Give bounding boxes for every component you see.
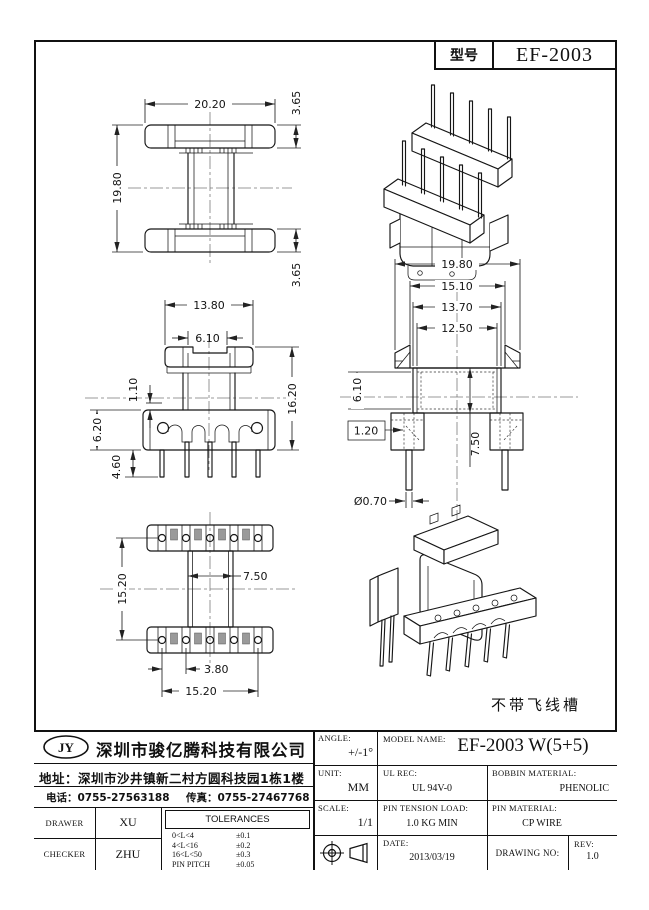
company-address: 地址：深圳市沙井镇新二村方圆科技园1栋1楼 [39,771,305,786]
company-name: 深圳市骏亿腾科技有限公司 [96,741,306,760]
rev-value: 1.0 [586,851,599,862]
model-name-label: MODEL NAME: [383,734,446,744]
drawer-label: DRAWER [45,817,84,828]
drawer-value: XU [119,815,137,829]
bobbin-material-label: BOBBIN MATERIAL: [492,768,577,778]
unit-label: UNIT: [318,768,342,778]
company-logo: JY [43,735,89,759]
tolerance-row: PIN PITCH±0.05 [172,859,255,869]
rev-label: REV: [574,839,594,849]
dim-profile-tube-outer: 13.70 [441,301,473,314]
dim-front-flange-width: 13.80 [193,299,225,312]
tolerance-row: 0<L<4±0.1 [172,831,251,840]
dim-side-flange-bottom: 3.65 [290,263,303,288]
unit-value: MM [347,780,369,794]
dim-plan-pin-pitch: 3.80 [204,663,229,676]
company-fax: 传真：0755-27467768 [186,792,310,804]
dim-front-pin-length: 4.60 [110,455,123,480]
dim-front-total-height: 16.20 [286,383,299,415]
view-spool-side: 20.20 19.80 3.65 3.65 [111,91,303,288]
dim-profile-flange-span: 15.10 [441,280,473,293]
view-isometric-bottom [369,504,537,677]
dim-profile-slot: 1.20 [354,425,379,438]
dim-side-height: 19.80 [111,172,124,204]
checker-label: CHECKER [43,849,86,859]
title-block: JY 深圳市骏亿腾科技有限公司 地址：深圳市沙井镇新二村方圆科技园1栋1楼 电话… [34,730,617,870]
dim-side-flange-top: 3.65 [290,91,303,116]
pin-material-value: CP WIRE [522,818,562,829]
pin-material-label: PIN MATERIAL: [492,803,558,813]
title-block-top-line [34,730,617,732]
date-label: DATE: [383,838,409,848]
dim-plan-row-span: 15.20 [116,573,129,605]
note-text: 不带飞线槽 [491,696,582,714]
bobbin-material-value: PHENOLIC [559,783,609,794]
drawing-no-label: DRAWING NO: [495,847,560,858]
view-profile: 19.80 15.10 13.70 12.50 [340,258,578,548]
model-tag: 型号 EF-2003 [434,40,617,70]
projection-symbol-icon [320,841,368,865]
dim-profile-window-h: 6.10 [351,378,364,403]
dim-front-base-height: 6.20 [91,418,104,443]
dim-side-width: 20.20 [194,98,226,111]
angle-value: +/-1° [348,745,373,759]
dim-plan-tube: 7.50 [243,570,268,583]
tolerance-row: 16<L<50±0.3 [172,850,251,859]
angle-label: ANGLE: [318,733,351,743]
dim-profile-pin-dia: Ø0.70 [354,495,387,508]
company-logo-text: JY [58,740,75,755]
scale-value: 1/1 [357,815,373,829]
model-tag-value: EF-2003 [516,43,593,66]
company-phone: 电话：0755-27563188 [46,792,170,804]
view-isometric-top [383,84,513,281]
dim-front-tube-width: 6.10 [195,332,220,345]
date-value: 2013/03/19 [409,852,455,863]
tolerances-title: TOLERANCES [165,810,310,829]
drawing-views: 20.20 19.80 3.65 3.65 [85,84,578,698]
ul-rec-label: UL REC: [383,768,418,778]
dim-plan-row-width: 15.20 [185,685,217,698]
model-name-value: EF-2003 W(5+5) [457,735,589,756]
tolerance-row: 4<L<16±0.2 [172,840,251,850]
tolerances-table: 0<L<4±0.1 4<L<16±0.2 16<L<50±0.3 PIN PIT… [172,831,310,869]
scale-label: SCALE: [318,803,350,813]
checker-value: ZHU [115,846,141,861]
view-front: 13.80 6.10 1.10 6.20 4.60 16.20 [85,299,299,479]
view-plan: 15.20 7.50 3.80 15.20 [100,512,298,698]
ul-rec-value: UL 94V-0 [411,783,453,794]
model-tag-label: 型号 [436,42,494,68]
dim-front-seat: 1.10 [127,378,140,403]
pin-tension-label: PIN TENSION LOAD: [383,803,469,813]
dim-profile-overall: 19.80 [441,258,473,271]
dim-profile-depth: 7.50 [469,432,482,457]
dim-profile-window: 12.50 [441,322,473,335]
pin-tension-value: 1.0 KG MIN [406,818,458,829]
